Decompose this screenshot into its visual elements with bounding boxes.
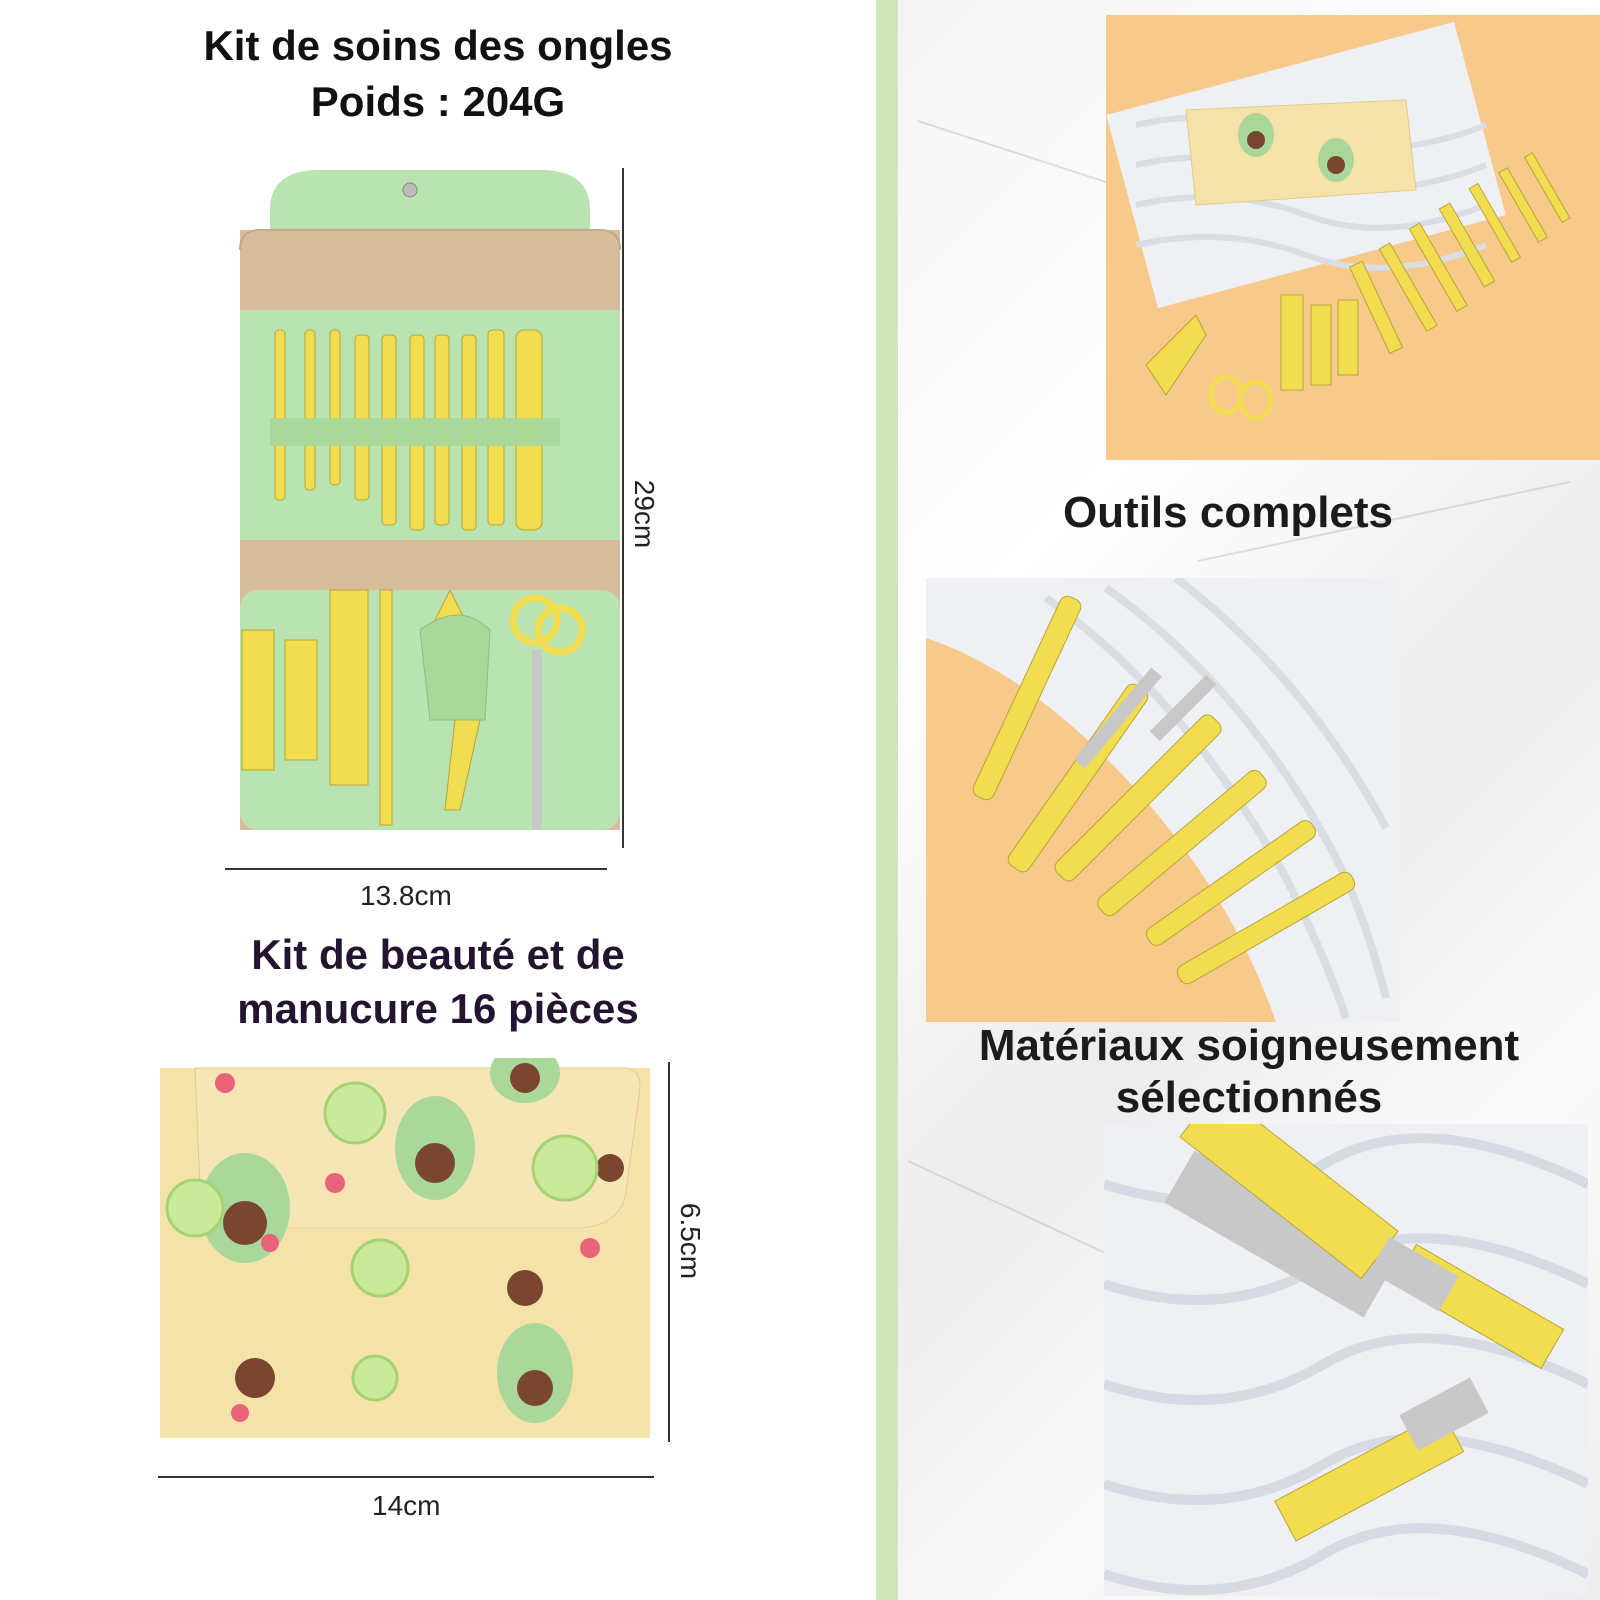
caption-materials-line-2: sélectionnés <box>1115 1073 1383 1122</box>
lower-tools <box>241 588 586 830</box>
closed-pouch-image <box>160 1058 650 1438</box>
caption-materials: Matériaux soigneusement sélectionnés <box>898 1020 1600 1124</box>
caption-materials-line-1: Matériaux soigneusement <box>978 1021 1520 1070</box>
divider-bar <box>876 0 898 1600</box>
caption-complete-tools: Outils complets <box>1062 488 1394 537</box>
title-line-1: Kit de soins des ongles <box>203 22 673 69</box>
left-panel: Kit de soins des ongles Poids : 204G <box>0 18 876 1521</box>
main-title: Kit de soins des ongles Poids : 204G <box>0 18 876 130</box>
width-label-closed: 14cm <box>372 1490 441 1521</box>
photo-clippers <box>1104 1124 1588 1596</box>
height-label-closed: 6.5cm <box>675 1202 707 1280</box>
subtitle: Kit de beauté et de manucure 16 pièces <box>0 928 876 1036</box>
open-case-image <box>239 170 621 830</box>
width-label-open: 13.8cm <box>360 880 452 911</box>
subtitle-line-1: Kit de beauté et de <box>251 931 625 978</box>
height-line-closed <box>668 1062 670 1442</box>
width-line-open <box>225 868 607 870</box>
photo-full-tools <box>1106 15 1600 460</box>
width-line-closed <box>158 1476 654 1478</box>
title-line-2: Poids : 204G <box>310 78 566 125</box>
height-label-open: 29cm <box>629 479 661 549</box>
lime-pattern <box>165 1081 599 1402</box>
subtitle-line-2: manucure 16 pièces <box>237 985 639 1032</box>
photo-selected-materials <box>926 578 1400 1022</box>
height-line-open <box>622 168 624 848</box>
right-panel: Outils complets Matériaux soigneusement <box>898 0 1600 1600</box>
flower-pattern <box>215 1073 600 1422</box>
